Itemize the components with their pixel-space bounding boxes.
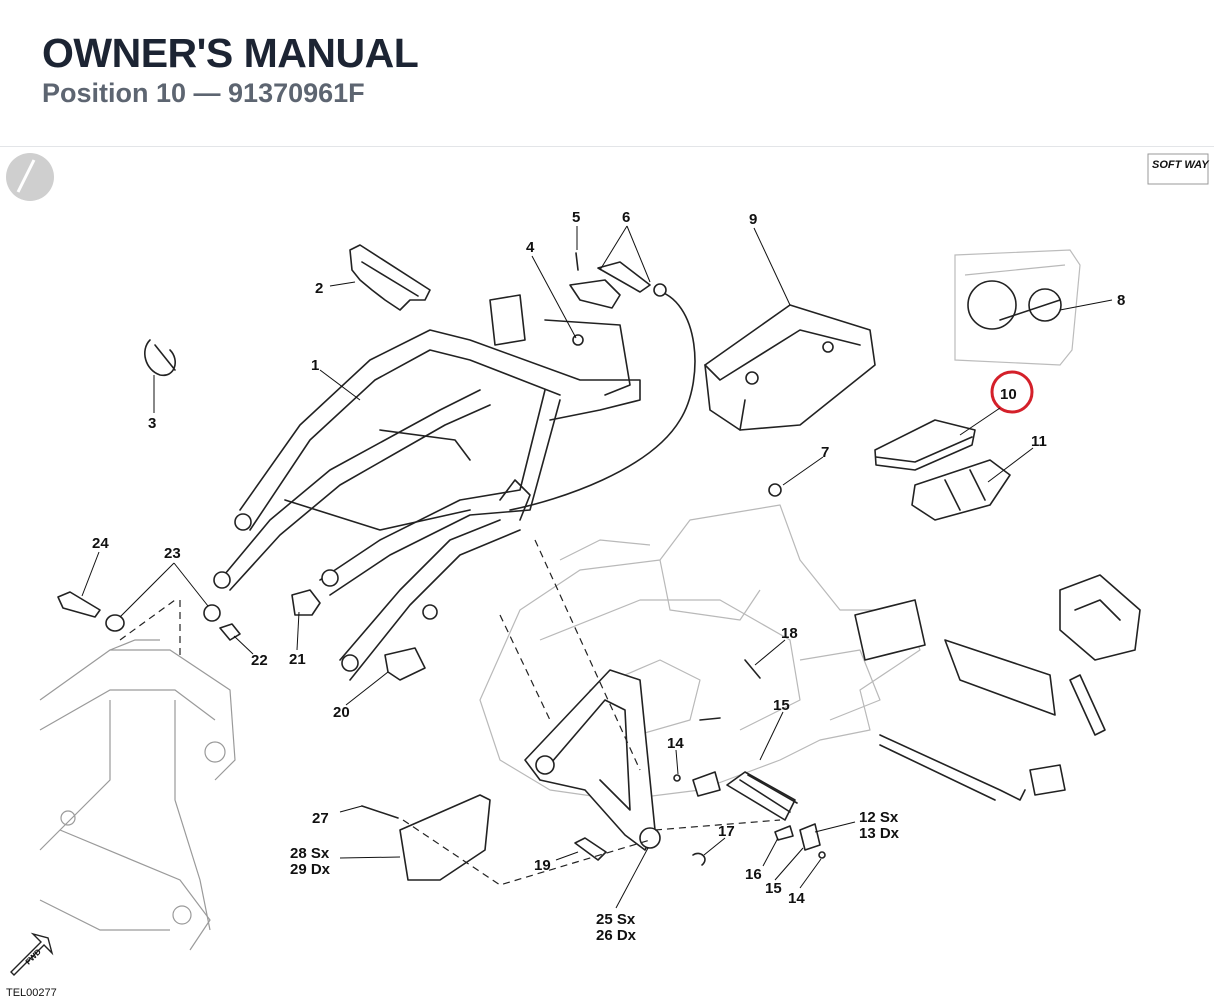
assembly-dashed-lines [119,539,781,886]
callout-7: 7 [821,444,829,461]
callout-25: 25 Sx [596,911,636,928]
callout-13: 13 Dx [859,825,900,842]
corner-badge-icon [6,153,54,201]
callout-22: 22 [251,652,268,669]
part-16-pin [774,825,794,841]
page-subtitle: Position 10 — 91370961F [42,78,365,108]
part-18-bolt [699,659,761,721]
part-17-clip [692,852,706,866]
callout-27: 27 [312,810,329,827]
brand-logo: SOFT WAY [1147,153,1210,185]
callout-16: 16 [745,866,762,883]
highlight-ring [990,370,1034,414]
callout-4: 4 [526,239,535,256]
callout-19: 19 [534,857,551,874]
brand-logo-text: SOFT WAY [1152,159,1210,171]
callout-23: 23 [164,545,181,562]
callout-21: 21 [289,651,306,668]
part-14-ball-b [818,851,826,859]
part-25-26-footrest-bracket [524,669,661,851]
gear-lever-ghost [854,574,1141,801]
callout-29: 29 Dx [290,861,331,878]
callout-1: 1 [311,357,319,374]
callout-2: 2 [315,280,323,297]
part-3-clip [144,339,176,376]
part-12-13-footpeg [726,771,821,851]
callout-28: 28 Sx [290,845,330,862]
leader-lines [81,225,1113,909]
part-10-owners-manual [874,419,976,471]
callout-18: 18 [781,625,798,642]
part-21-bushing [291,589,321,616]
callout-20: 20 [333,704,350,721]
callout-17: 17 [718,823,735,840]
callout-11: 11 [1031,433,1047,450]
part-8-rear-light [954,249,1081,366]
part-11-tool-kit [911,459,1011,521]
part-14-ball [673,774,681,782]
callout-3: 3 [148,415,156,432]
callout-10-highlighted: 10 [1000,386,1017,403]
part-4-5-6-lock-assembly [569,252,667,346]
callout-8: 8 [1117,292,1125,309]
callout-5: 5 [572,209,580,226]
part-2-bracket [349,244,431,311]
fwd-label: FWD [24,947,43,966]
part-1-rear-subframe [213,294,641,681]
main-frame-ghost [39,639,236,951]
seat-lock-cable [509,289,696,511]
fwd-arrow-icon: FWD [10,932,54,976]
callout-labels: 2 3 1 4 5 6 9 8 10 11 7 24 23 22 21 20 1… [92,209,1125,944]
engine-ghost-outline [479,504,921,801]
callout-9: 9 [749,211,757,228]
drawing-code: TEL00277 [6,987,57,999]
header-divider [0,146,1214,147]
part-27-29-heel-guard [361,794,491,881]
callout-26: 26 Dx [596,927,637,944]
page-title: OWNER'S MANUAL [42,30,419,76]
part-7-nut [768,483,782,497]
part-15-spring [692,771,721,797]
part-20-bushing [384,647,426,681]
callout-15-upper: 15 [773,697,790,714]
part-22-24-bolt-set [57,591,241,641]
callout-15-lower: 15 [765,880,782,897]
callout-6: 6 [622,209,630,226]
callout-24: 24 [92,535,109,552]
page-header: OWNER'S MANUAL Position 10 — 91370961F [0,0,1214,146]
part-19-bolt [574,837,607,861]
part-9-tool-tray [704,304,876,431]
callout-14-upper: 14 [667,735,684,752]
callout-12: 12 Sx [859,809,899,826]
callout-14-lower: 14 [788,890,805,907]
